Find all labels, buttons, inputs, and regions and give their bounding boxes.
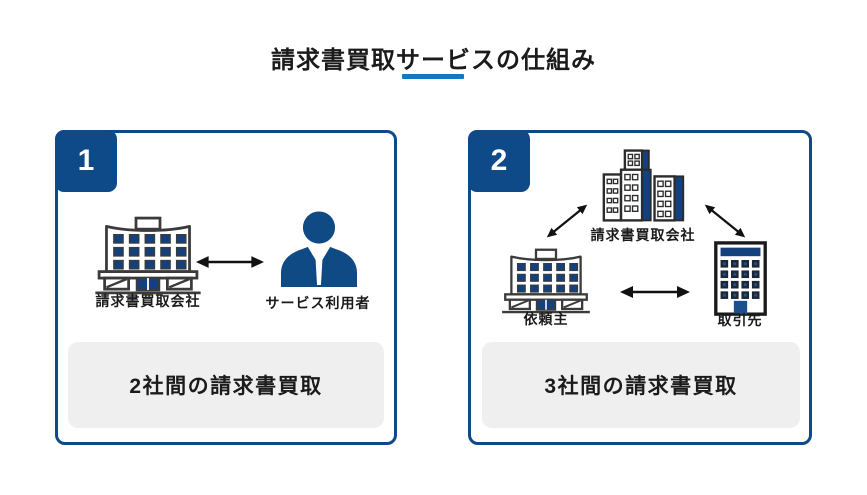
office-building-icon xyxy=(88,212,208,303)
title-underline xyxy=(402,74,464,79)
skyscrapers-icon xyxy=(600,147,688,228)
businessman-icon xyxy=(275,209,363,292)
company-label: 請求書買取会社 xyxy=(95,293,201,309)
business-partner-label: 取引先 xyxy=(717,312,763,328)
caption-box: 3社間の請求書買取 xyxy=(482,342,800,428)
panel-number-badge: 1 xyxy=(55,130,117,192)
client-label: 依頼主 xyxy=(523,311,569,327)
caption-box: 2社間の請求書買取 xyxy=(68,342,384,428)
service-user-label: サービス利用者 xyxy=(265,295,371,311)
caption-text: 3社間の請求書買取 xyxy=(544,375,738,398)
double-arrow-icon xyxy=(542,199,591,243)
office-building-icon xyxy=(496,245,596,321)
double-arrow-icon xyxy=(620,285,690,299)
page-title: 請求書買取サービスの仕組み xyxy=(271,47,596,74)
company-building-icon xyxy=(712,241,769,322)
panel-two-party: 1 xyxy=(55,130,397,445)
factoring-company-label: 請求書買取会社 xyxy=(590,227,696,243)
double-arrow-icon xyxy=(700,199,749,243)
caption-text: 2社間の請求書買取 xyxy=(129,375,323,398)
panel-number-badge: 2 xyxy=(468,130,530,192)
double-arrow-icon xyxy=(196,255,264,269)
panel-three-party: 2 xyxy=(468,130,812,445)
